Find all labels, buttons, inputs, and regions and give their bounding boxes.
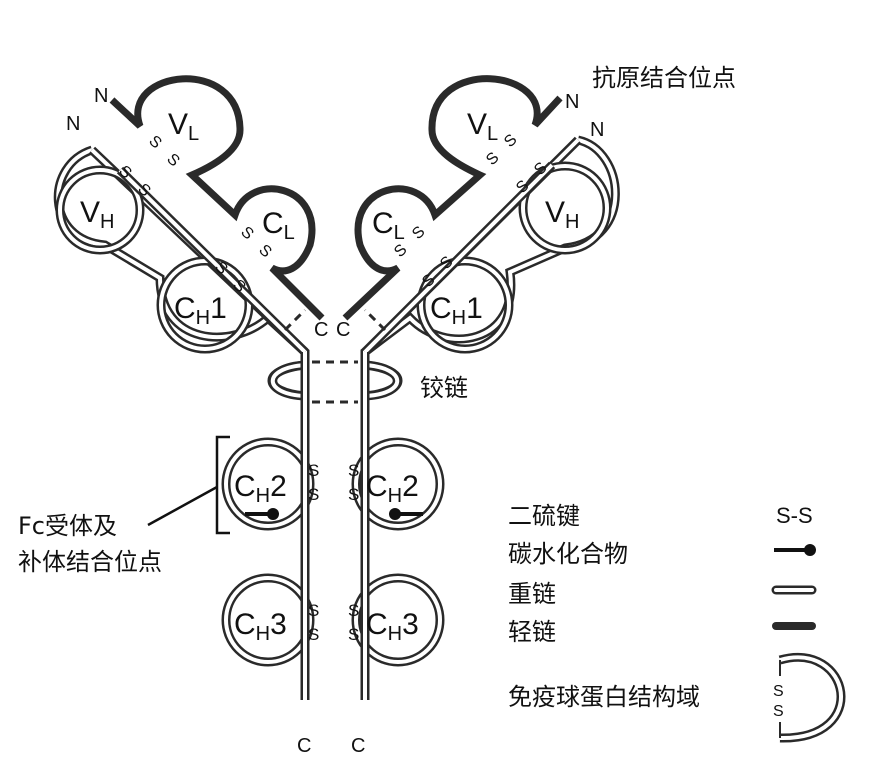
fc-site-label-line2: 补体结合位点 (18, 548, 162, 576)
legend-ig-ss-b: S (773, 703, 784, 720)
ch3-left-label: CH3 (234, 608, 287, 645)
n-terminus-heavy-right: N (590, 119, 604, 141)
hinge-label: 铰链 (420, 374, 468, 402)
ss-cl-right-a: S (409, 223, 428, 243)
ss-vl-right-a: S (501, 131, 520, 151)
ss-ch3-right-b: S (348, 625, 359, 644)
domain-labels: VL VH CL CH1 VL VH CL CH1 CH2 CH2 CH3 CH… (80, 108, 579, 645)
ss-ch2-left-b: S (308, 485, 319, 504)
legend-carbohydrate-label: 碳水化合物 (508, 540, 628, 568)
legend-carbohydrate-icon (804, 544, 816, 556)
cl-right-label: CL (372, 207, 405, 244)
ch2-right-label: CH2 (366, 470, 419, 507)
ss-cl-right-b: S (391, 241, 410, 261)
ch1-left-label: CH1 (174, 292, 227, 329)
c-terminus-light-left: C (314, 319, 328, 341)
vl-right-label: VL (467, 108, 498, 145)
legend-disulfide-symbol: S-S (776, 503, 813, 528)
legend-heavy-chain-label: 重链 (508, 580, 556, 608)
fc-site-annotation: Fc受体及 补体结合位点 (18, 435, 230, 576)
legend: 二硫键 S-S 碳水化合物 重链 轻链 免疫球蛋白结构域 S S (508, 502, 846, 743)
ss-ch2-right-a: S (348, 461, 359, 480)
light-chain-left (109, 75, 325, 321)
legend-ig-domain-loop (779, 655, 844, 741)
ss-ch2-right-b: S (348, 485, 359, 504)
interchain-bonds (283, 308, 387, 404)
antigen-binding-site-label: 抗原结合位点 (592, 64, 736, 92)
fc-site-label-line1: Fc受体及 (18, 512, 117, 540)
vl-left-label: VL (168, 108, 199, 145)
termini-labels: N N N N C C C C (66, 85, 604, 757)
carbohydrate-marks (245, 508, 423, 520)
legend-light-chain-label: 轻链 (508, 618, 556, 646)
fc-site-bracket (215, 435, 230, 535)
ss-ch2-left-a: S (308, 461, 319, 480)
ss-vl-right-b: S (483, 149, 502, 169)
ss-vl-left-b: S (163, 150, 182, 170)
fc-site-leader (147, 485, 218, 527)
n-terminus-heavy-left: N (66, 113, 80, 135)
ss-ch3-right-a: S (348, 601, 359, 620)
ch1-right-label: CH1 (430, 292, 483, 329)
heavy-domain-loops (55, 161, 612, 440)
ch2-left-label: CH2 (234, 470, 287, 507)
ch3-right-label: CH3 (366, 608, 419, 645)
ss-cl-left-b: S (255, 241, 274, 261)
c-terminus-light-right: C (336, 319, 350, 341)
ss-cl-left-a: S (237, 223, 256, 243)
legend-ig-ss-a: S (773, 683, 784, 700)
ss-vl-left-a: S (145, 132, 164, 152)
legend-disulfide-label: 二硫键 (508, 502, 580, 530)
light-chain-right (342, 75, 563, 321)
n-terminus-light-left: N (94, 85, 108, 107)
legend-ig-domain-label: 免疫球蛋白结构域 (508, 683, 700, 711)
c-terminus-heavy-right: C (351, 735, 365, 757)
n-terminus-light-right: N (565, 91, 579, 113)
vh-left-label: VH (80, 196, 114, 233)
carbohydrate-left-icon (267, 508, 279, 520)
vh-right-label: VH (545, 196, 579, 233)
ss-ch3-left-b: S (308, 625, 319, 644)
carbohydrate-right-icon (389, 508, 401, 520)
ss-ch3-left-a: S (308, 601, 319, 620)
cl-left-label: CL (262, 207, 295, 244)
c-terminus-heavy-left: C (297, 735, 311, 757)
intrachain-disulfides: S S S S S S S S S S S S S S S S S S S S … (115, 131, 550, 644)
